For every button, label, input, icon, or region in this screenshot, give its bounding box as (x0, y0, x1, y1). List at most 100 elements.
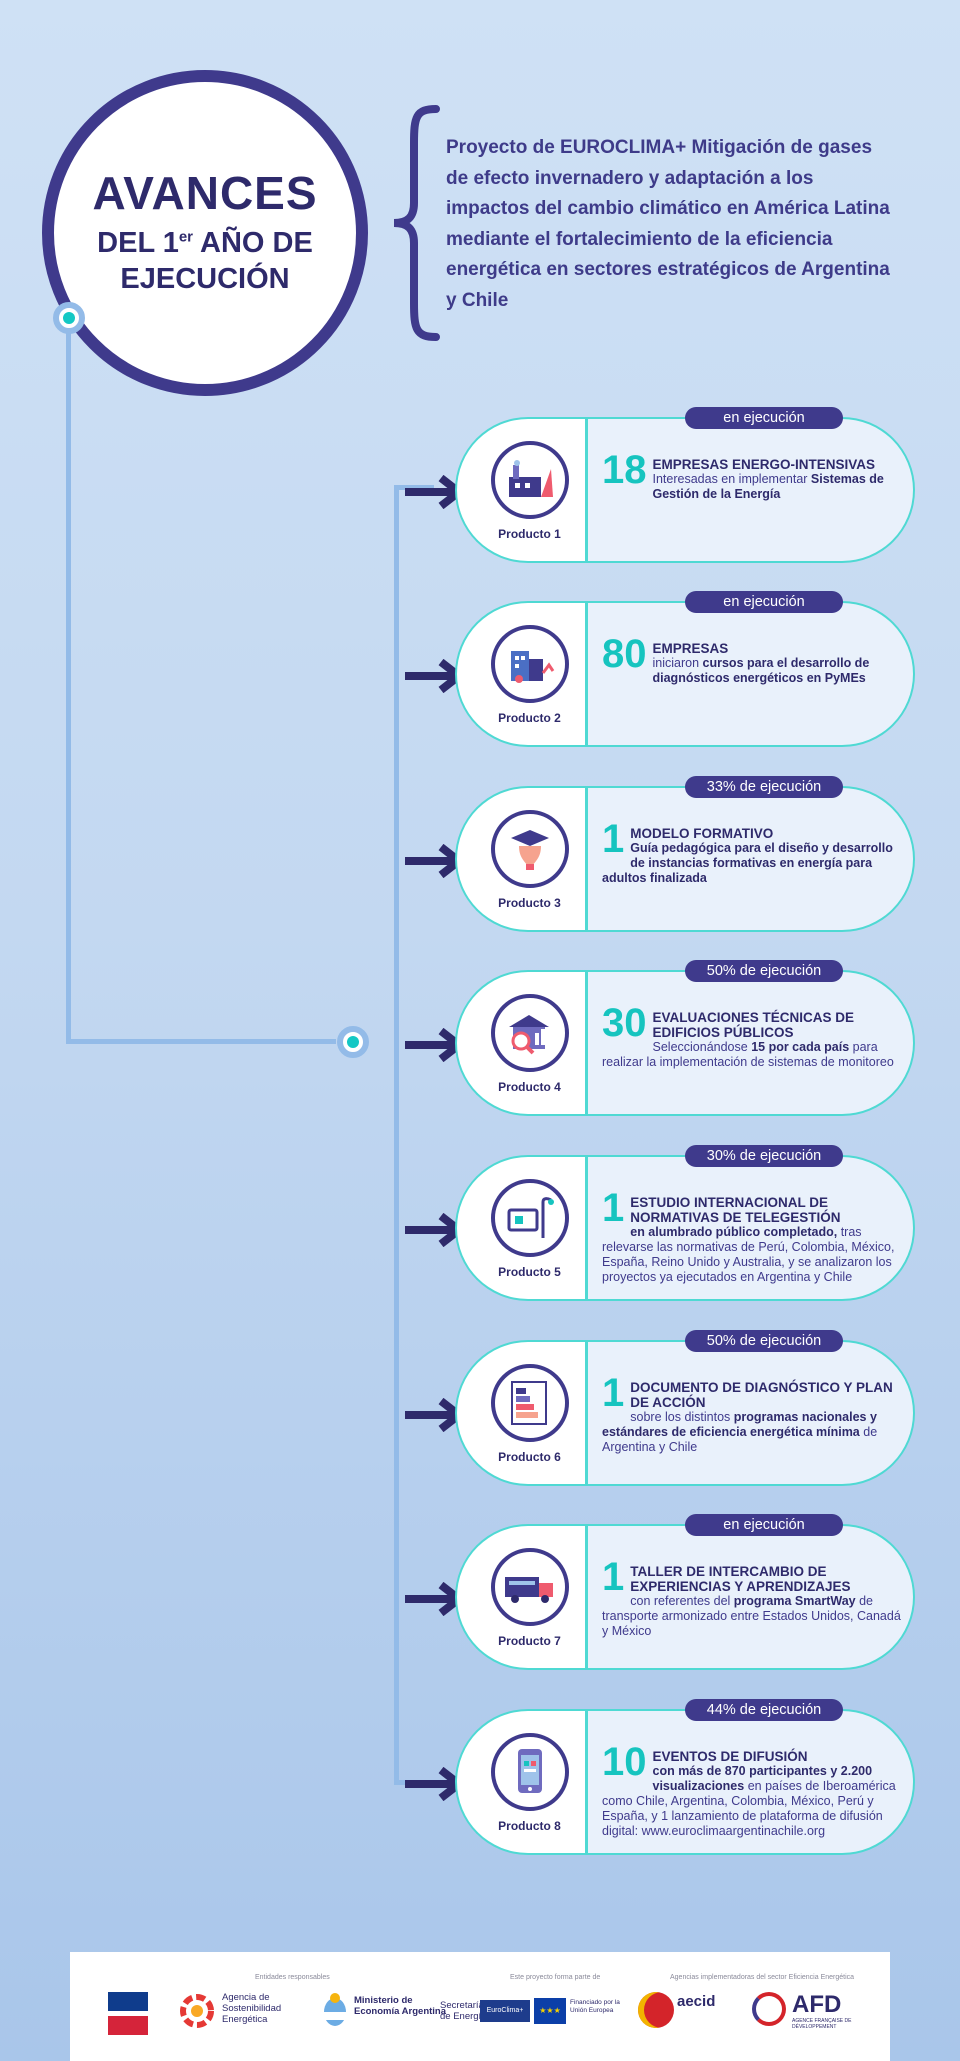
product-number: 1 (602, 1186, 625, 1230)
status-badge: en ejecución (685, 1514, 843, 1536)
product-heading: TALLER DE INTERCAMBIO DE EXPERIENCIAS Y … (630, 1564, 851, 1594)
product-heading: EMPRESAS (652, 641, 729, 656)
product-text-c: de transporte armonizado entre Estados U… (602, 1594, 901, 1638)
footer-logos: Entidades responsables Este proyecto for… (70, 1952, 890, 2061)
product-text-bold: en alumbrado público completado, (630, 1225, 838, 1239)
product-card-left: Producto 4 (455, 970, 600, 1116)
product-label: Producto 4 (498, 1080, 561, 1094)
product-text-c: para realizar la implementación de siste… (602, 1040, 894, 1069)
title-circle: AVANCES DEL 1er AÑO DE EJECUCIÓN (42, 70, 368, 396)
product-card-right (585, 1340, 915, 1486)
product-card-right (585, 601, 915, 747)
phone-icon (491, 1733, 569, 1811)
connector-vertical-right (394, 485, 399, 1785)
node-dot-top (53, 302, 85, 334)
energy-label-icon (491, 1364, 569, 1442)
factory-icon (491, 441, 569, 519)
eu-text: Financiado por la Unión Europea (570, 1999, 620, 2014)
product-heading: EVENTOS DE DIFUSIÓN (652, 1749, 808, 1764)
product-text-bold: cursos para el desarrollo de diagnóstico… (652, 656, 870, 685)
product-label: Producto 5 (498, 1265, 561, 1279)
status-badge: 44% de ejecución (685, 1699, 843, 1721)
status-badge: 50% de ejecución (685, 960, 843, 982)
product-card-left: Producto 5 (455, 1155, 600, 1301)
product-label: Producto 8 (498, 1819, 561, 1833)
product-card-left: Producto 6 (455, 1340, 600, 1486)
buildings-icon (491, 625, 569, 703)
product-label: Producto 2 (498, 711, 561, 725)
curly-brace-icon (393, 105, 440, 341)
status-badge: 33% de ejecución (685, 776, 843, 798)
product-card-left: Producto 1 (455, 417, 600, 563)
chile-government-logo (108, 1992, 148, 2035)
product-number: 18 (602, 448, 647, 492)
agencia-sostenibilidad-logo (180, 1994, 214, 2028)
afd-subtext: AGENCE FRANÇAISE DE DÉVELOPPEMENT (792, 2018, 852, 2030)
product-text-bold: Sistemas de Gestión de la Energía (652, 472, 884, 501)
connector-vertical-left (66, 317, 71, 1044)
product-text-a: Seleccionándose (652, 1040, 752, 1054)
product-text-c: en países de Iberoamérica como Chile, Ar… (602, 1779, 896, 1838)
status-badge: 50% de ejecución (685, 1330, 843, 1352)
product-card-left: Producto 3 (455, 786, 600, 932)
aecid-text: aecid (677, 1993, 716, 2010)
product-text-a: Interesadas en implementar (652, 472, 811, 486)
building-magnifier-icon (491, 994, 569, 1072)
product-number: 80 (602, 632, 647, 676)
product-card-right (585, 1709, 915, 1855)
product-label: Producto 3 (498, 896, 561, 910)
product-card-right (585, 1524, 915, 1670)
product-number: 30 (602, 1001, 647, 1045)
product-card-left: Producto 7 (455, 1524, 600, 1670)
product-card-left: Producto 2 (455, 601, 600, 747)
title-main: AVANCES (92, 167, 318, 220)
product-card-right (585, 417, 915, 563)
caption-forma-parte: Este proyecto forma parte de (510, 1974, 601, 1981)
graduation-bulb-icon (491, 810, 569, 888)
product-heading: EMPRESAS ENERGO-INTENSIVAS (652, 457, 876, 472)
product-number: 1 (602, 1555, 625, 1599)
product-number: 10 (602, 1740, 647, 1784)
product-text-a: con referentes del (630, 1594, 734, 1608)
title-line1: DEL 1er AÑO DE (97, 227, 313, 260)
product-card-right (585, 970, 915, 1116)
eu-flag-icon: ★★★ (534, 1998, 566, 2024)
status-badge: 30% de ejecución (685, 1145, 843, 1167)
product-heading: DOCUMENTO DE DIAGNÓSTICO Y PLAN DE ACCIÓ… (630, 1380, 893, 1410)
afd-text: AFD (792, 1991, 842, 2018)
euroclima-logo: EuroClima+ (480, 2000, 530, 2022)
aecid-logo (638, 1992, 674, 2028)
product-number: 1 (602, 817, 625, 861)
product-card-right (585, 786, 915, 932)
product-text-bold: 15 por cada país (751, 1040, 850, 1054)
status-badge: en ejecución (685, 407, 843, 429)
product-label: Producto 6 (498, 1450, 561, 1464)
product-card: Producto 1 en ejecución 18 EMPRESAS ENERGO-… (455, 407, 915, 563)
connector-horizontal (66, 1039, 336, 1044)
argentina-seal-icon (324, 1993, 346, 2026)
product-text-a: sobre los distintos (630, 1410, 734, 1424)
product-text-c: tras relevarse las normativas de Perú, C… (602, 1225, 895, 1284)
product-text-bold: Guía pedagógica para el diseño y desarro… (602, 841, 893, 885)
product-card-left: Producto 8 (455, 1709, 600, 1855)
title-line2: EJECUCIÓN (120, 263, 290, 295)
agencia-text: Agencia de Sostenibilidad Energética (222, 1992, 282, 2025)
caption-implementadoras: Agencias implementadoras del sector Efic… (670, 1974, 855, 1981)
product-text-a: iniciaron (652, 656, 703, 670)
product-text-bold: programa SmartWay (733, 1594, 856, 1608)
product-label: Producto 7 (498, 1634, 561, 1648)
product-number: 1 (602, 1371, 625, 1415)
product-heading: EVALUACIONES TÉCNICAS DE EDIFICIOS PÚBLI… (652, 1010, 855, 1040)
